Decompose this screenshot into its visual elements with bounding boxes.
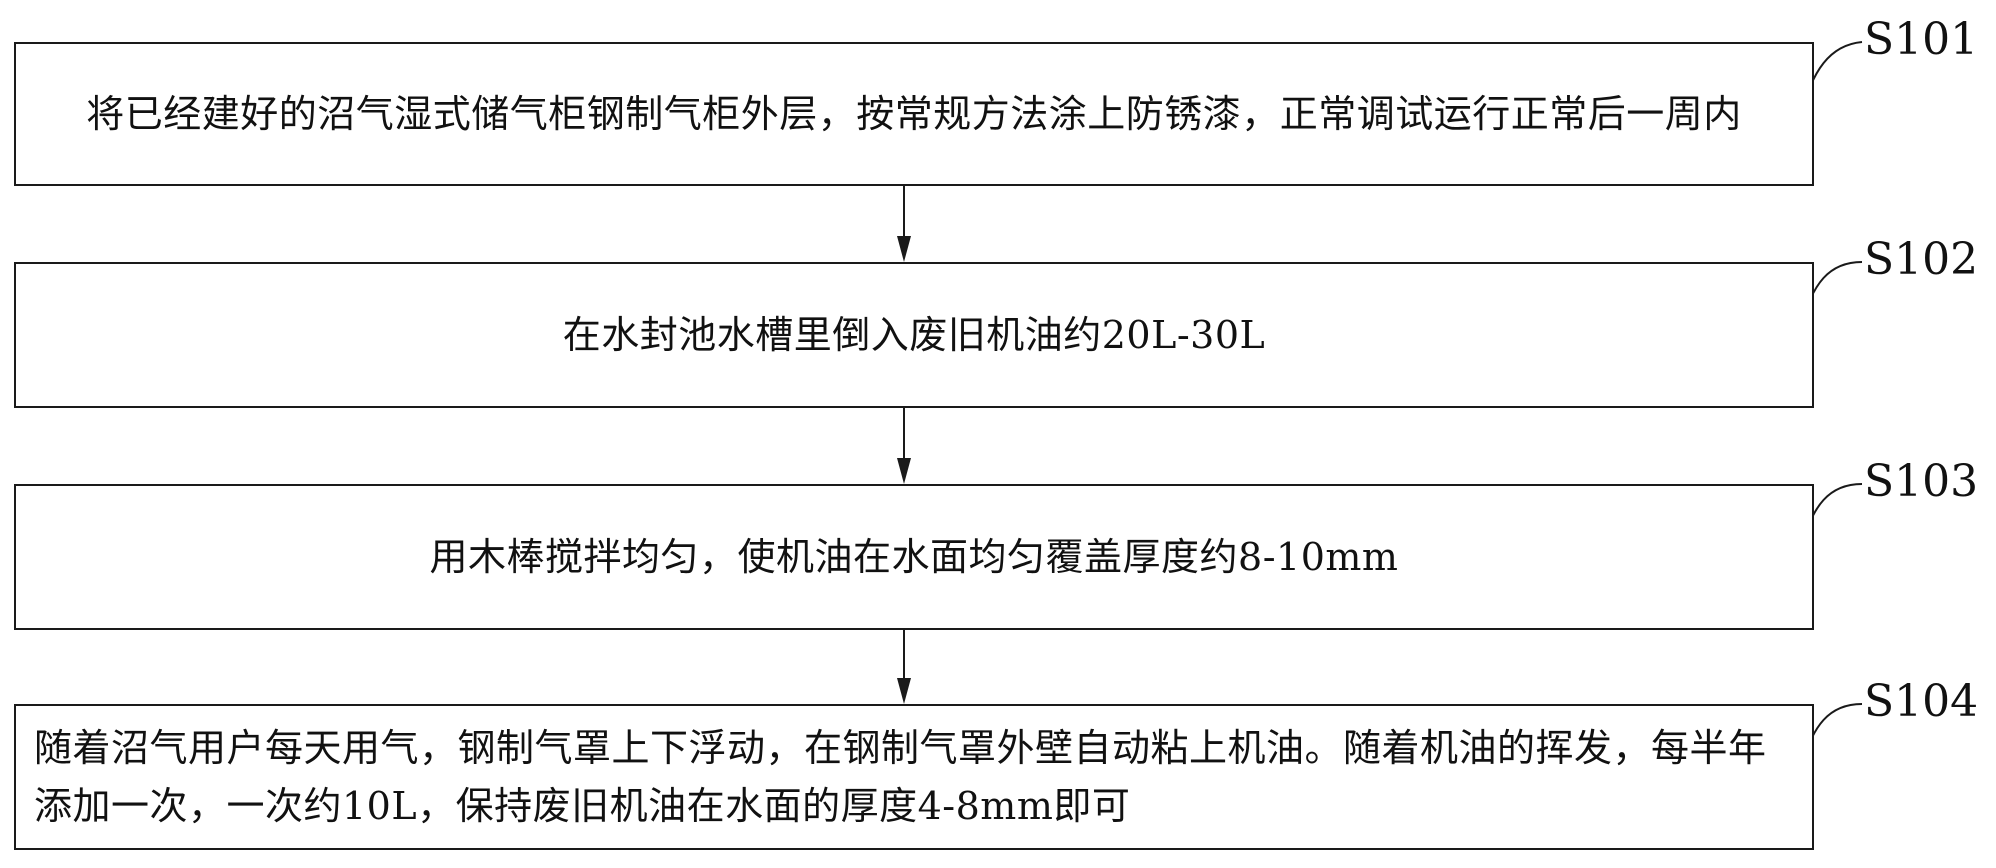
step-text-s103: 用木棒搅拌均匀，使机油在水面均匀覆盖厚度约8-10mm xyxy=(429,535,1399,579)
step-box-s103: 用木棒搅拌均匀，使机油在水面均匀覆盖厚度约8-10mm xyxy=(14,484,1814,630)
step-text-s101: 将已经建好的沼气湿式储气柜钢制气柜外层，按常规方法涂上防锈漆，正常调试运行正常后… xyxy=(86,92,1742,136)
step-label-s102: S102 xyxy=(1864,234,1979,285)
step-label-s104: S104 xyxy=(1864,676,1979,727)
arrow-s101-to-s102 xyxy=(897,186,911,262)
step-label-s101: S101 xyxy=(1864,14,1979,65)
step-box-s104: 随着沼气用户每天用气，钢制气罩上下浮动，在钢制气罩外壁自动粘上机油。随着机油的挥… xyxy=(14,704,1814,850)
arrow-s102-to-s103 xyxy=(897,408,911,484)
step-text-s104: 随着沼气用户每天用气，钢制气罩上下浮动，在钢制气罩外壁自动粘上机油。随着机油的挥… xyxy=(34,726,1767,828)
step-box-s102: 在水封池水槽里倒入废旧机油约20L-30L xyxy=(14,262,1814,408)
arrow-s103-to-s104 xyxy=(897,630,911,704)
step-text-s102: 在水封池水槽里倒入废旧机油约20L-30L xyxy=(562,313,1266,357)
step-box-s101: 将已经建好的沼气湿式储气柜钢制气柜外层，按常规方法涂上防锈漆，正常调试运行正常后… xyxy=(14,42,1814,186)
step-label-s103: S103 xyxy=(1864,456,1979,507)
